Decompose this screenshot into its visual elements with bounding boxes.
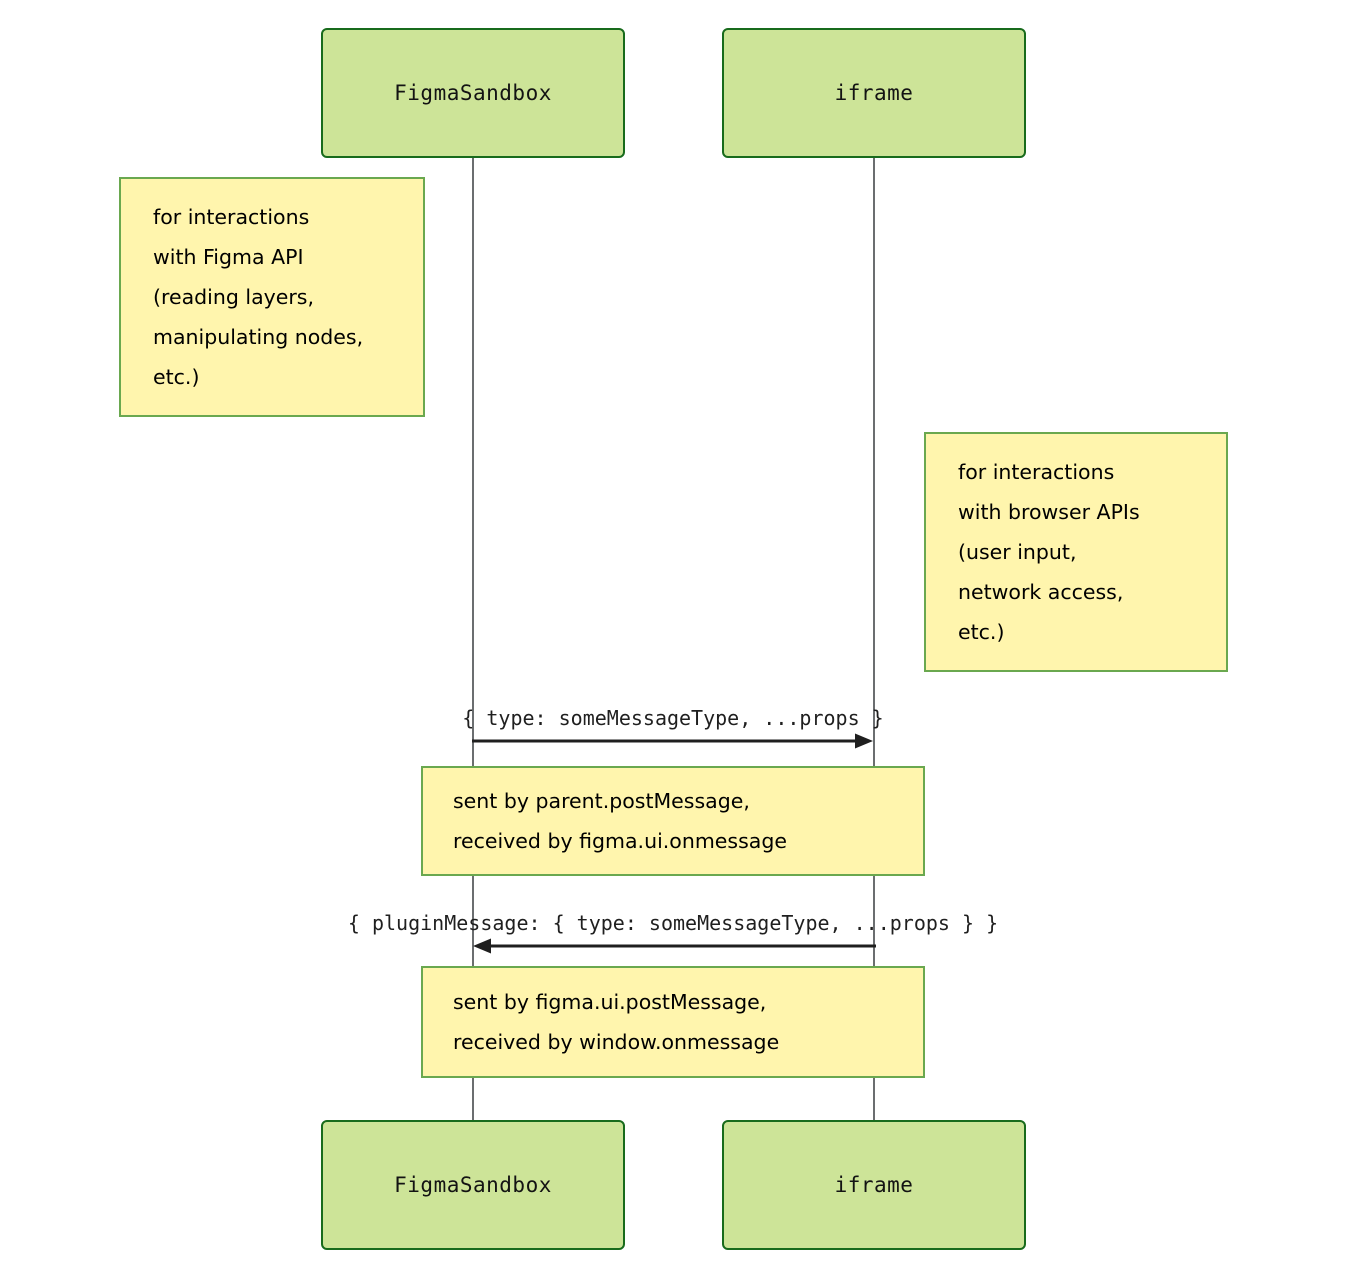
participant-box-iframe-bottom[interactable]: iframe: [722, 1120, 1026, 1250]
participant-label-iframe-top: iframe: [834, 81, 914, 105]
lifeline-sandbox: [472, 158, 474, 1122]
note-sandbox-line-3: (reading layers,: [153, 285, 315, 309]
participant-label-sandbox-top: FigmaSandbox: [394, 81, 552, 105]
note-message-1: sent by parent.postMessage, received by …: [421, 766, 925, 876]
note-iframe-line-3: (user input,: [958, 540, 1077, 564]
note-sandbox: for interactions with Figma API (reading…: [119, 177, 425, 417]
message-arrow-2: [470, 938, 876, 954]
note-iframe-line-4: network access,: [958, 580, 1124, 604]
lifeline-iframe: [873, 158, 875, 1122]
note-message-2-line-2: received by window.onmessage: [453, 1030, 780, 1054]
participant-label-sandbox-bottom: FigmaSandbox: [394, 1173, 552, 1197]
note-sandbox-line-2: with Figma API: [153, 245, 304, 269]
participant-box-sandbox-top[interactable]: FigmaSandbox: [321, 28, 625, 158]
message-arrow-1: [472, 733, 876, 749]
note-message-1-line-2: received by figma.ui.onmessage: [453, 829, 787, 853]
note-iframe: for interactions with browser APIs (user…: [924, 432, 1228, 672]
note-sandbox-line-4: manipulating nodes,: [153, 325, 364, 349]
note-message-2-line-1: sent by figma.ui.postMessage,: [453, 990, 767, 1014]
note-iframe-line-5: etc.): [958, 620, 1005, 644]
note-message-2: sent by figma.ui.postMessage, received b…: [421, 966, 925, 1078]
note-message-1-line-1: sent by parent.postMessage,: [453, 789, 750, 813]
note-sandbox-line-1: for interactions: [153, 205, 310, 229]
note-sandbox-line-5: etc.): [153, 365, 200, 389]
participant-label-iframe-bottom: iframe: [834, 1173, 914, 1197]
participant-box-iframe-top[interactable]: iframe: [722, 28, 1026, 158]
note-iframe-line-1: for interactions: [958, 460, 1115, 484]
participant-box-sandbox-bottom[interactable]: FigmaSandbox: [321, 1120, 625, 1250]
message-label-2: { pluginMessage: { type: someMessageType…: [347, 911, 999, 935]
note-iframe-line-2: with browser APIs: [958, 500, 1140, 524]
message-label-1: { type: someMessageType, ...props }: [462, 706, 884, 730]
